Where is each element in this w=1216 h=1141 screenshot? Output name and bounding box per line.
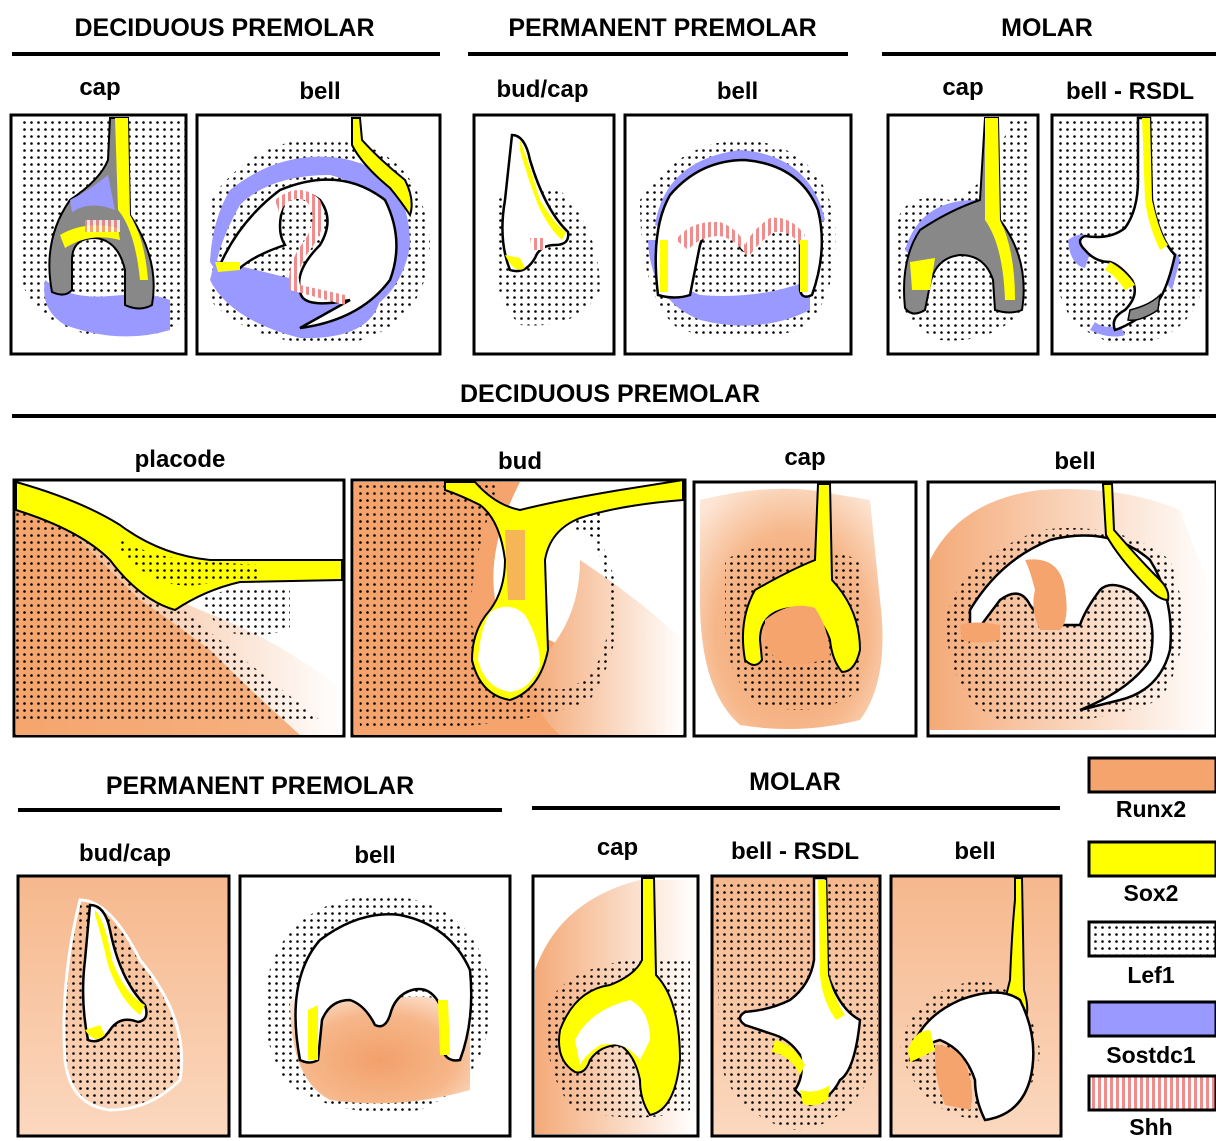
panel-top-molar-cap (888, 115, 1038, 354)
panel-top-molar-bell-rsdl (1052, 115, 1207, 354)
panel-top-deciduous-bell (197, 115, 440, 354)
legend-swatch-shh (1089, 1076, 1216, 1110)
legend-swatch-runx2 (1089, 758, 1216, 792)
legend-swatch-sox2 (1089, 842, 1216, 876)
panel-bottom-molar-bell (891, 876, 1061, 1136)
panel-top-permanent-bell (625, 115, 851, 354)
panel-middle-bell (928, 482, 1216, 736)
panel-top-deciduous-cap (11, 115, 186, 354)
legend-swatch-sostdc1 (1089, 1002, 1216, 1036)
panel-bottom-molar-bell-rsdl (712, 876, 880, 1136)
legend-swatch-lef1 (1089, 922, 1216, 956)
panel-bottom-permanent-bell (240, 876, 510, 1136)
panel-middle-placode (14, 480, 344, 736)
panel-middle-bud (352, 480, 685, 736)
panel-bottom-permanent-budcap (18, 876, 229, 1136)
panel-top-permanent-budcap (474, 115, 614, 354)
panel-middle-cap (694, 482, 916, 736)
panel-bottom-molar-cap (533, 876, 698, 1136)
